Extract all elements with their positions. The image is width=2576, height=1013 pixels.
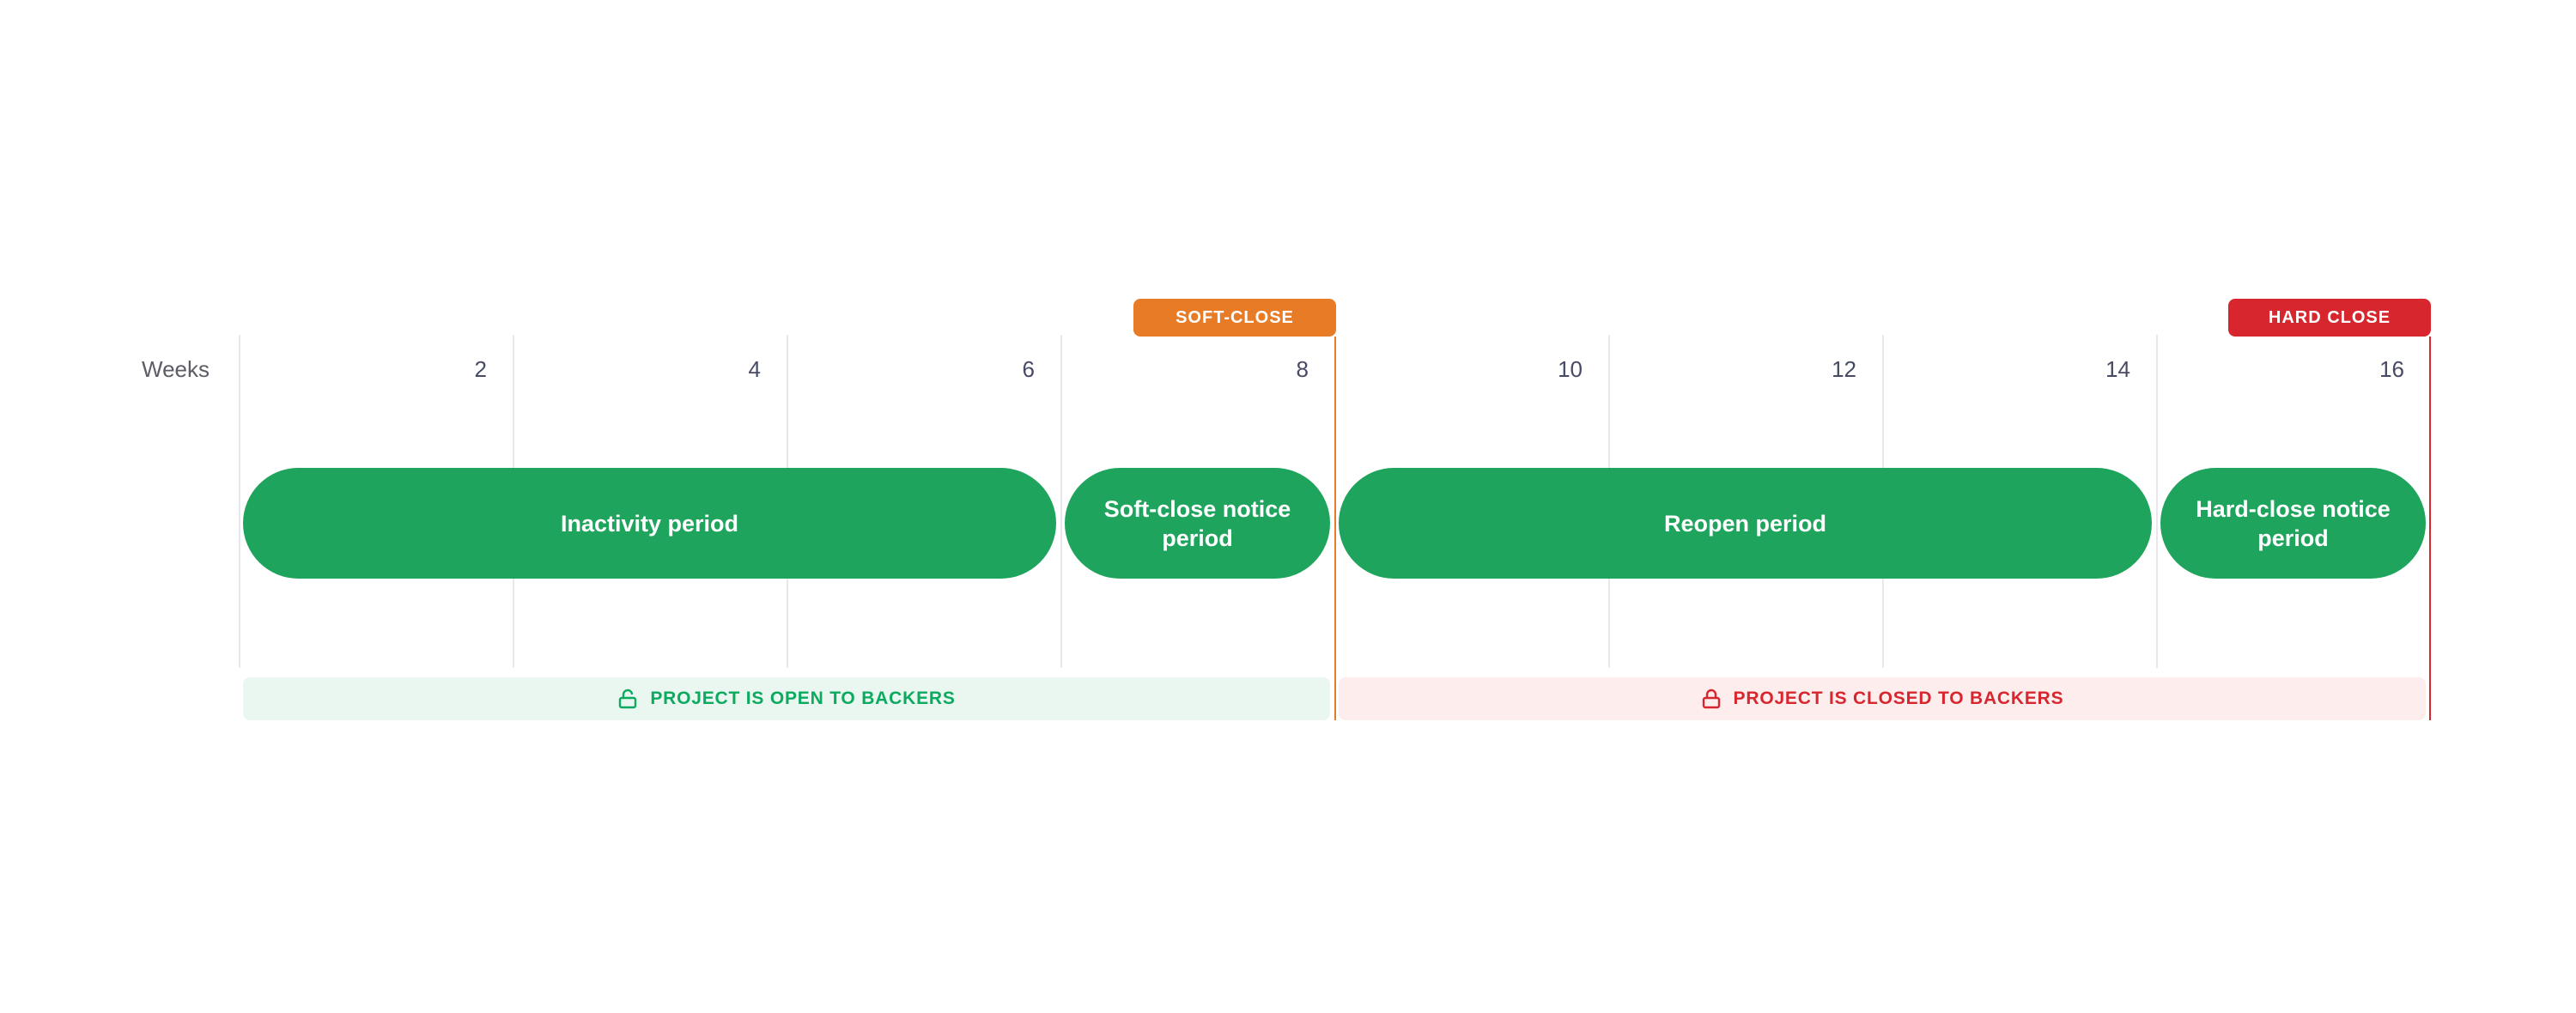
status-bar-label: PROJECT IS CLOSED TO BACKERS <box>1733 688 2064 708</box>
gridline-week-14 <box>2156 335 2158 668</box>
status-bar-open: PROJECT IS OPEN TO BACKERS <box>243 677 1330 720</box>
lock-icon <box>1701 688 1722 709</box>
soft-close-badge: SOFT-CLOSE <box>1133 299 1336 337</box>
weeks-axis-label: Weeks <box>142 356 210 382</box>
week-tick-2: 2 <box>474 356 487 382</box>
period-pill-hard-close-notice: Hard-close notice period <box>2160 468 2426 579</box>
period-label: Reopen period <box>1663 510 1826 537</box>
period-pill-soft-close-notice: Soft-close notice period <box>1065 468 1330 579</box>
week-tick-8: 8 <box>1296 356 1309 382</box>
period-label: Soft-close notice period <box>1103 495 1291 551</box>
status-bar-label: PROJECT IS OPEN TO BACKERS <box>650 688 956 708</box>
week-tick-10: 10 <box>1558 356 1583 382</box>
hard-close-badge: HARD CLOSE <box>2228 299 2431 337</box>
week-tick-12: 12 <box>1832 356 1856 382</box>
week-tick-6: 6 <box>1022 356 1035 382</box>
gridline-week-6 <box>1060 335 1062 668</box>
unlock-icon <box>617 688 638 709</box>
period-pill-reopen: Reopen period <box>1339 468 2152 579</box>
week-tick-16: 16 <box>2379 356 2404 382</box>
gridline-week-0 <box>239 335 240 668</box>
period-label: Hard-close notice period <box>2196 495 2391 551</box>
status-bar-closed: PROJECT IS CLOSED TO BACKERS <box>1339 677 2426 720</box>
period-label: Inactivity period <box>560 510 739 537</box>
week-tick-14: 14 <box>2105 356 2130 382</box>
hard-close-marker-line <box>2429 337 2431 720</box>
week-tick-4: 4 <box>748 356 761 382</box>
period-pill-inactivity: Inactivity period <box>243 468 1056 579</box>
soft-close-marker-line <box>1334 337 1336 720</box>
